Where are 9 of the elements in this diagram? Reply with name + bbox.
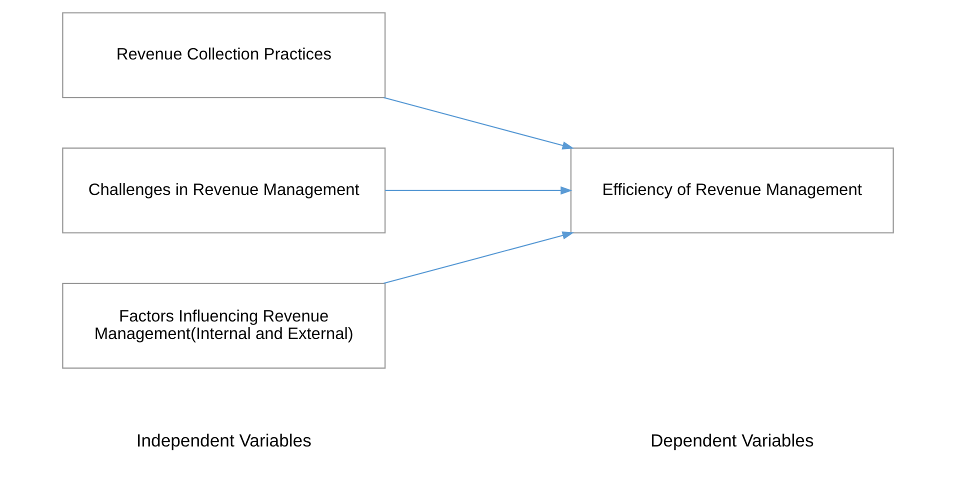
- node-box: Factors Influencing Revenue Management(Internal and External): [62, 282, 386, 369]
- label: Dependent Variables: [650, 430, 814, 450]
- node-box: Challenges in Revenue Management: [62, 148, 386, 234]
- arrow: [383, 97, 574, 150]
- node-box: Revenue Collection Practices: [62, 12, 386, 98]
- arrow: [384, 186, 572, 195]
- node-box: Efficiency of Revenue Management: [570, 148, 894, 234]
- label: Independent Variables: [136, 430, 311, 450]
- arrow: [383, 231, 574, 284]
